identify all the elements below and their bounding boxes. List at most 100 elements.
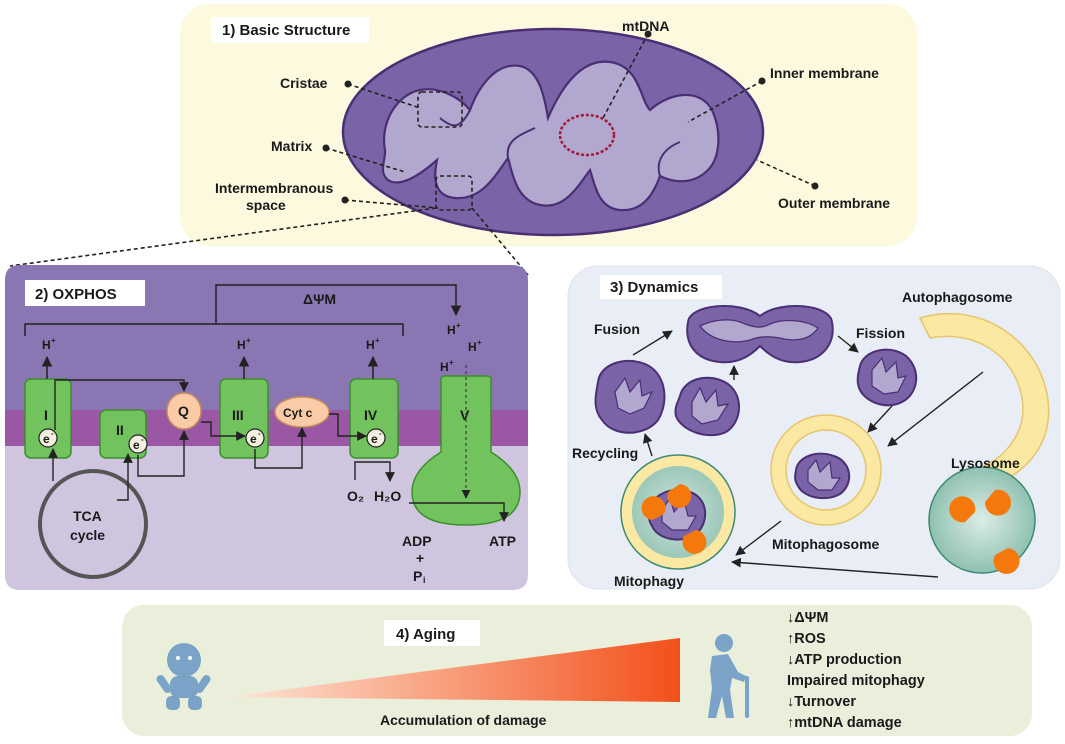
aging-effect-atp: ↓ATP production [787, 652, 902, 668]
baby-icon [156, 643, 211, 710]
lysosome-enzyme-2 [949, 496, 976, 523]
aging-effect-mitophagy: Impaired mitophagy [787, 673, 925, 689]
tca-label-1: TCA [73, 508, 102, 524]
dynamics-title: 3) Dynamics [610, 279, 698, 296]
lysosome-enzyme-3 [993, 548, 1020, 574]
o2-label: O₂ [347, 488, 364, 504]
electron-III [245, 428, 265, 448]
cristae-zoom-box [417, 91, 463, 128]
label-outer-membrane: Outer membrane [778, 195, 890, 211]
complex-I-label: I [44, 407, 48, 423]
zoom-line-left [9, 207, 437, 267]
proton-V-right: H [468, 340, 477, 354]
psi-arrow [215, 284, 462, 324]
panel-aging: 4) Aging Accumulation of damage [122, 605, 1032, 736]
mitophagy-enzyme-2 [641, 496, 666, 520]
electron-II [128, 434, 148, 454]
aging-effect-psi: ↓ΔΨM [787, 610, 829, 626]
h2o-label: H₂O [374, 488, 401, 504]
aging-title: 4) Aging [396, 626, 455, 643]
mito-fusion-left-matrix [614, 376, 654, 415]
label-fission: Fission [856, 325, 905, 341]
ims-zoom-box [435, 175, 473, 211]
electron-IV [366, 428, 386, 448]
mito-fission-matrix [871, 356, 908, 395]
label-autophagosome: Autophagosome [902, 289, 1013, 305]
panel-basic-structure: 1) Basic Structure [9, 4, 917, 276]
dynamics-arrows [632, 330, 984, 578]
baby-eye-left [176, 656, 180, 660]
electron-I [38, 428, 58, 448]
electron-I-charge: - [51, 429, 54, 438]
proton-IV: H [366, 338, 375, 352]
structure-leaders [325, 33, 816, 209]
lysosome-enzyme-1 [984, 489, 1011, 516]
proton-V-top-charge: + [456, 321, 461, 330]
proton-III: H [237, 338, 246, 352]
atp-label: ATP [489, 533, 516, 549]
aging-effect-ros: ↑ROS [787, 631, 826, 647]
fused-mito-matrix [699, 319, 819, 343]
label-mitophagy: Mitophagy [614, 573, 684, 589]
label-space: space [246, 197, 286, 213]
electron-IV-charge: - [379, 429, 382, 438]
electron-IV-label: e [371, 432, 378, 446]
aging-title-box [384, 620, 480, 646]
structure-title: 1) Basic Structure [222, 22, 350, 39]
psi-bracket [24, 323, 404, 336]
electron-I-label: e [43, 432, 50, 446]
proton-V-top: H [447, 323, 456, 337]
aging-effect-turnover: ↓Turnover [787, 694, 857, 710]
accumulation-label: Accumulation of damage [380, 712, 547, 728]
oxphos-title-box [25, 280, 145, 306]
aging-effects-list: ↓ΔΨM ↑ROS ↓ATP production Impaired mitop… [787, 608, 1057, 734]
label-lysosome: Lysosome [951, 455, 1020, 471]
proton-I-charge: + [51, 336, 56, 345]
complex-V-label: V [460, 407, 470, 423]
proton-labels: H + H + H + H + H + H + [42, 321, 482, 374]
complex-I [24, 378, 72, 459]
proton-V-right-charge: + [477, 338, 482, 347]
proton-I: H [42, 338, 51, 352]
dynamics-title-box [600, 275, 722, 299]
tca-cycle [38, 469, 148, 579]
crista-fold-2 [506, 127, 536, 159]
crista-fold-3 [657, 141, 681, 177]
electron-II-charge: - [141, 435, 144, 444]
label-cristae: Cristae [280, 75, 328, 91]
electron-III-charge: - [258, 429, 261, 438]
proton-V-left-charge: + [449, 358, 454, 367]
coenzyme-q-label: Q [178, 403, 189, 419]
label-mitophagosome: Mitophagosome [772, 536, 880, 552]
mitophagy-enzyme-1 [667, 484, 692, 508]
aging-effect-mtdna: ↑mtDNA damage [787, 715, 902, 731]
proton-pump-arrows [41, 355, 379, 379]
label-recycling: Recycling [572, 445, 638, 461]
label-matrix: Matrix [271, 138, 312, 154]
proton-IV-charge: + [375, 336, 380, 345]
electron-transfer-arrows [48, 379, 509, 522]
pi-label: P [413, 568, 422, 584]
damage-wedge [228, 638, 680, 702]
zoom-line-right [471, 207, 529, 276]
structure-title-box [211, 17, 369, 43]
mito-matrix [381, 60, 720, 212]
tca-label-2: cycle [70, 527, 105, 543]
elderly-icon [708, 634, 749, 718]
pi-subscript: i [423, 575, 426, 585]
baby-eye-right [188, 656, 192, 660]
proton-III-charge: + [246, 336, 251, 345]
complex-III [219, 378, 269, 459]
adp-label: ADP [402, 533, 432, 549]
panel-dynamics: 3) Dynamics [567, 265, 1061, 590]
cytochrome-c-label: Cyt c [283, 406, 313, 420]
structure-leader-dots [322, 30, 819, 204]
lysosome [928, 466, 1036, 574]
mito-fusion-right-matrix [691, 386, 730, 425]
electron-III-label: e [250, 432, 257, 446]
panel-oxphos: 2) OXPHOS ΔΨM I e - II e - Q III e - Cyt… [5, 265, 528, 590]
label-intermembranous: Intermembranous [215, 180, 333, 196]
mitophagosome-cargo-matrix [807, 458, 842, 491]
